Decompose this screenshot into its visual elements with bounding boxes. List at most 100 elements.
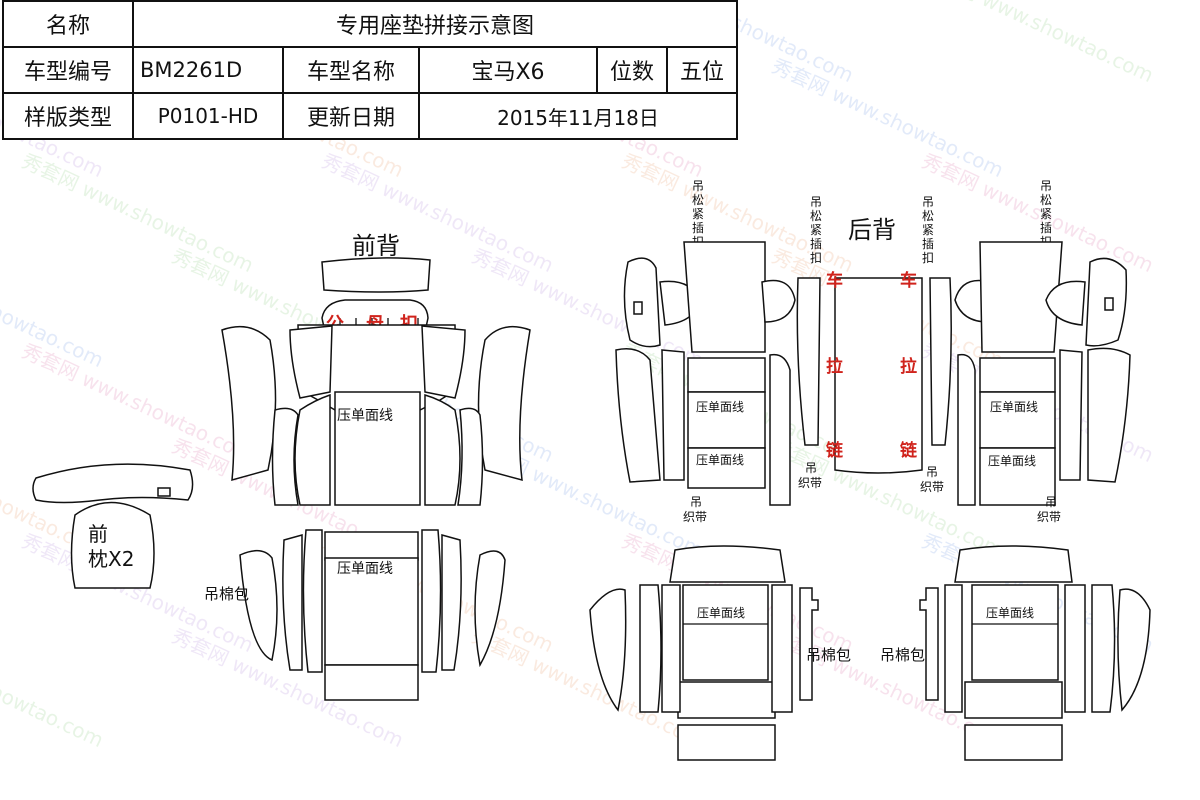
front-left-side-a xyxy=(221,325,277,482)
rear-right-lower-side xyxy=(1087,347,1131,483)
front-left-bolster-inner xyxy=(294,393,331,506)
rear-left-strap-1: 吊 xyxy=(690,495,702,509)
mid-left-strap-1: 吊 xyxy=(805,461,817,475)
pillow-group: 前 枕X2 xyxy=(32,463,194,589)
front-press-line-label: 压单面线 xyxy=(337,408,393,424)
rear-left-press-line-1: 压单面线 xyxy=(696,400,744,414)
rear-right-strap-2: 织带 xyxy=(1037,510,1061,524)
rear-left-mid-side xyxy=(661,349,685,481)
rear-left-narrow-side xyxy=(769,353,791,506)
rear-left-center-3 xyxy=(687,447,766,489)
rear-left-cushion-side-b xyxy=(639,584,662,713)
front-cushion-bottom xyxy=(324,664,419,701)
rear-right-cushion-center xyxy=(971,584,1059,681)
front-cushion-left-b xyxy=(282,534,303,671)
zipper-l-2: 拉 xyxy=(826,356,843,377)
buckle-l-2: 松 xyxy=(692,193,704,207)
rear-right-cushion-side-b xyxy=(1064,584,1086,713)
rear-right-cotton-bag-label: 吊棉包 xyxy=(880,646,925,664)
zipper-r-1: 车 xyxy=(900,270,917,291)
front-headrest-piece xyxy=(321,257,431,293)
rear-left-cushion-bottom xyxy=(677,681,776,719)
rear-left-cushion-side-c xyxy=(661,584,681,713)
model-no-label: 车型编号 xyxy=(2,46,134,94)
rear-right-mid-side xyxy=(1059,349,1083,481)
front-right-wing xyxy=(421,325,466,399)
rear-back-title: 后背 xyxy=(848,216,896,244)
update-date-label: 更新日期 xyxy=(282,92,420,140)
rear-right-cushion-press-line: 压单面线 xyxy=(986,606,1034,620)
model-name-value: 宝马X6 xyxy=(418,46,598,94)
rear-left-lower-side xyxy=(615,348,661,483)
mid-left-strap-2: 织带 xyxy=(798,476,822,490)
rear-right-cushion-base xyxy=(964,724,1063,761)
rear-left-tab xyxy=(633,301,643,315)
rear-cushion-group: 压单面线 吊棉包 吊棉包 压单面线 xyxy=(589,545,1151,761)
front-cushion-left-c xyxy=(302,529,323,673)
rear-right-cushion-top xyxy=(954,545,1073,583)
zipper-r-2: 拉 xyxy=(900,356,917,377)
rear-left-cushion-side-d xyxy=(771,584,793,713)
rear-left-cushion-base xyxy=(677,724,776,761)
zipper-r-3: 链 xyxy=(900,440,918,461)
front-center-lower xyxy=(334,391,421,506)
rear-mid-right-strip xyxy=(929,277,952,446)
pattern-type-label: 样版类型 xyxy=(2,92,134,140)
buckle-lm-1: 吊 xyxy=(810,195,822,209)
rear-right-ear xyxy=(1045,280,1086,326)
rear-right-tab xyxy=(1104,297,1114,311)
buckle-r-2: 松 xyxy=(1040,193,1052,207)
pattern-type-value: P0101-HD xyxy=(132,92,284,140)
front-cushion-right-c xyxy=(421,529,442,673)
rear-left-cushion-clip xyxy=(799,587,819,701)
buckle-lm-4: 插 xyxy=(810,237,822,251)
rear-right-center-3 xyxy=(979,447,1056,506)
buckle-rm-1: 吊 xyxy=(922,195,934,209)
front-cushion-top xyxy=(324,531,419,561)
rear-left-press-line-2: 压单面线 xyxy=(696,453,744,467)
rear-right-cushion-side-d xyxy=(1117,588,1151,712)
front-right-side-a xyxy=(477,325,531,482)
zipper-l-3: 链 xyxy=(826,440,844,461)
seats-value: 五位 xyxy=(666,46,738,94)
rear-right-press-line-1: 压单面线 xyxy=(990,400,1038,414)
buckle-l-3: 紧 xyxy=(692,207,704,221)
rear-left-strap-2: 织带 xyxy=(683,510,707,524)
rear-mid-left-strip xyxy=(796,277,821,446)
front-right-side-b xyxy=(457,407,484,506)
buckle-rm-5: 扣 xyxy=(922,251,934,265)
rear-left-cotton-bag-label: 吊棉包 xyxy=(806,646,851,664)
buckle-l-4: 插 xyxy=(692,221,704,235)
rear-left-cushion-top xyxy=(669,545,786,583)
front-cushion-right-b xyxy=(441,534,462,671)
rear-left-cushion-press-line: 压单面线 xyxy=(697,606,745,620)
pillow-label: 前 xyxy=(88,522,108,546)
rear-right-strap-1: 吊 xyxy=(1045,495,1057,509)
buckle-rm-2: 松 xyxy=(922,209,934,223)
rear-right-cushion-bottom xyxy=(964,681,1063,719)
rear-right-cushion-side-c xyxy=(1091,584,1116,713)
mid-right-strap-2: 织带 xyxy=(920,480,944,494)
buckle-r-1: 吊 xyxy=(1040,179,1052,193)
front-cushion-group: 压单面线 吊棉包 xyxy=(204,529,506,701)
rear-right-narrow-side xyxy=(957,353,976,506)
rear-left-top-panel xyxy=(683,241,766,353)
pillow-qty-label: 枕X2 xyxy=(88,547,134,571)
rear-mid-center-panel xyxy=(834,277,923,474)
pillow-top-piece xyxy=(32,463,194,504)
seats-label: 位数 xyxy=(596,46,668,94)
buckle-r-4: 插 xyxy=(1040,221,1052,235)
update-date-value: 2015年11月18日 xyxy=(418,92,738,140)
info-table: 名称 专用座垫拼接示意图 车型编号 BM2261D 车型名称 宝马X6 位数 五… xyxy=(2,0,738,140)
buckle-lm-5: 扣 xyxy=(810,251,822,265)
buckle-r-3: 紧 xyxy=(1040,207,1052,221)
rear-back-group: 后背 吊 松 紧 插 扣 吊 松 紧 插 扣 吊 松 紧 插 扣 吊 松 紧 插… xyxy=(615,179,1131,524)
rear-left-center-1 xyxy=(687,357,766,393)
name-label: 名称 xyxy=(2,0,134,48)
front-top-panel xyxy=(321,299,429,333)
rear-left-cushion-center xyxy=(682,584,769,681)
diagram-title: 专用座垫拼接示意图 xyxy=(132,0,738,48)
front-right-bolster-inner xyxy=(424,393,461,506)
front-cushion-right-a xyxy=(474,550,506,668)
